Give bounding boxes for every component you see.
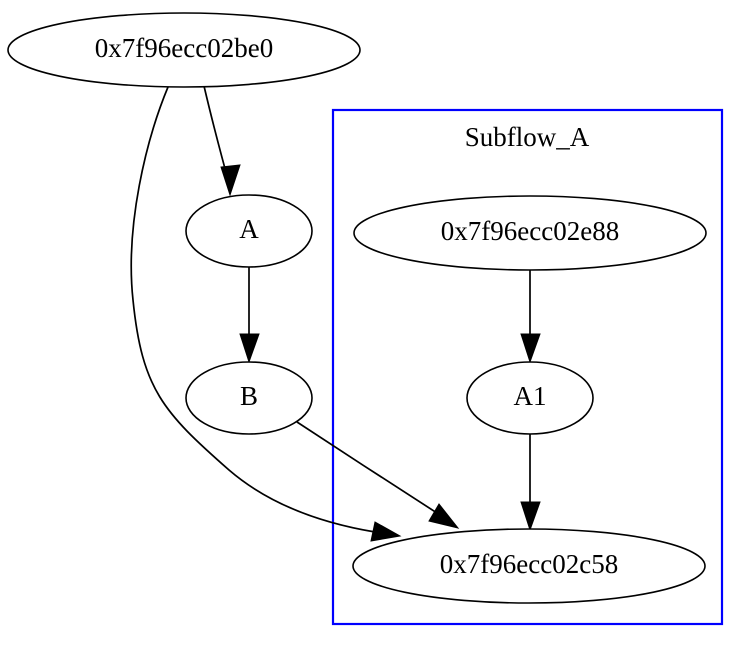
arrowhead-icon xyxy=(220,164,241,197)
edge-B-to-c58[interactable] xyxy=(296,421,460,529)
edge-line xyxy=(296,421,438,514)
node-shape xyxy=(185,194,313,268)
cluster-border-rect xyxy=(331,108,724,626)
node-shape xyxy=(7,12,361,88)
edge-root-to-A[interactable] xyxy=(203,85,241,197)
node-shape xyxy=(352,528,706,604)
node-shape xyxy=(466,361,594,435)
arrowhead-icon xyxy=(239,333,260,364)
node-a[interactable]: A xyxy=(185,194,313,268)
node-shape xyxy=(353,195,707,271)
edge-root-to-c58[interactable] xyxy=(130,86,402,542)
node-b[interactable]: B xyxy=(185,361,313,435)
cluster-subflow-a[interactable]: Subflow_A xyxy=(331,108,724,626)
node-label: 0x7f96ecc02be0 xyxy=(95,33,273,63)
node-root[interactable]: 0x7f96ecc02be0 xyxy=(7,12,361,88)
node-a1[interactable]: A1 xyxy=(466,361,594,435)
node-label: A1 xyxy=(514,381,547,411)
edge-line xyxy=(130,86,376,533)
arrowhead-icon xyxy=(520,333,541,364)
edge-A1-to-c58[interactable] xyxy=(520,434,541,532)
edge-e88-to-A1[interactable] xyxy=(520,270,541,364)
node-c58[interactable]: 0x7f96ecc02c58 xyxy=(352,528,706,604)
node-label: 0x7f96ecc02c58 xyxy=(440,549,618,579)
arrowhead-icon xyxy=(428,503,460,529)
edge-A-to-B[interactable] xyxy=(239,267,260,364)
node-label: A xyxy=(239,214,259,244)
node-label: 0x7f96ecc02e88 xyxy=(441,216,619,246)
cluster-label-subflow-a: Subflow_A xyxy=(465,122,590,152)
edge-layer xyxy=(130,85,541,542)
arrowhead-icon xyxy=(520,501,541,532)
node-e88[interactable]: 0x7f96ecc02e88 xyxy=(353,195,707,271)
node-label: B xyxy=(240,381,258,411)
arrowhead-icon xyxy=(370,521,402,542)
node-shape xyxy=(185,361,313,435)
node-layer: 0x7f96ecc02be0 A B 0x7f96ecc02e88 A1 0x7… xyxy=(7,12,707,604)
